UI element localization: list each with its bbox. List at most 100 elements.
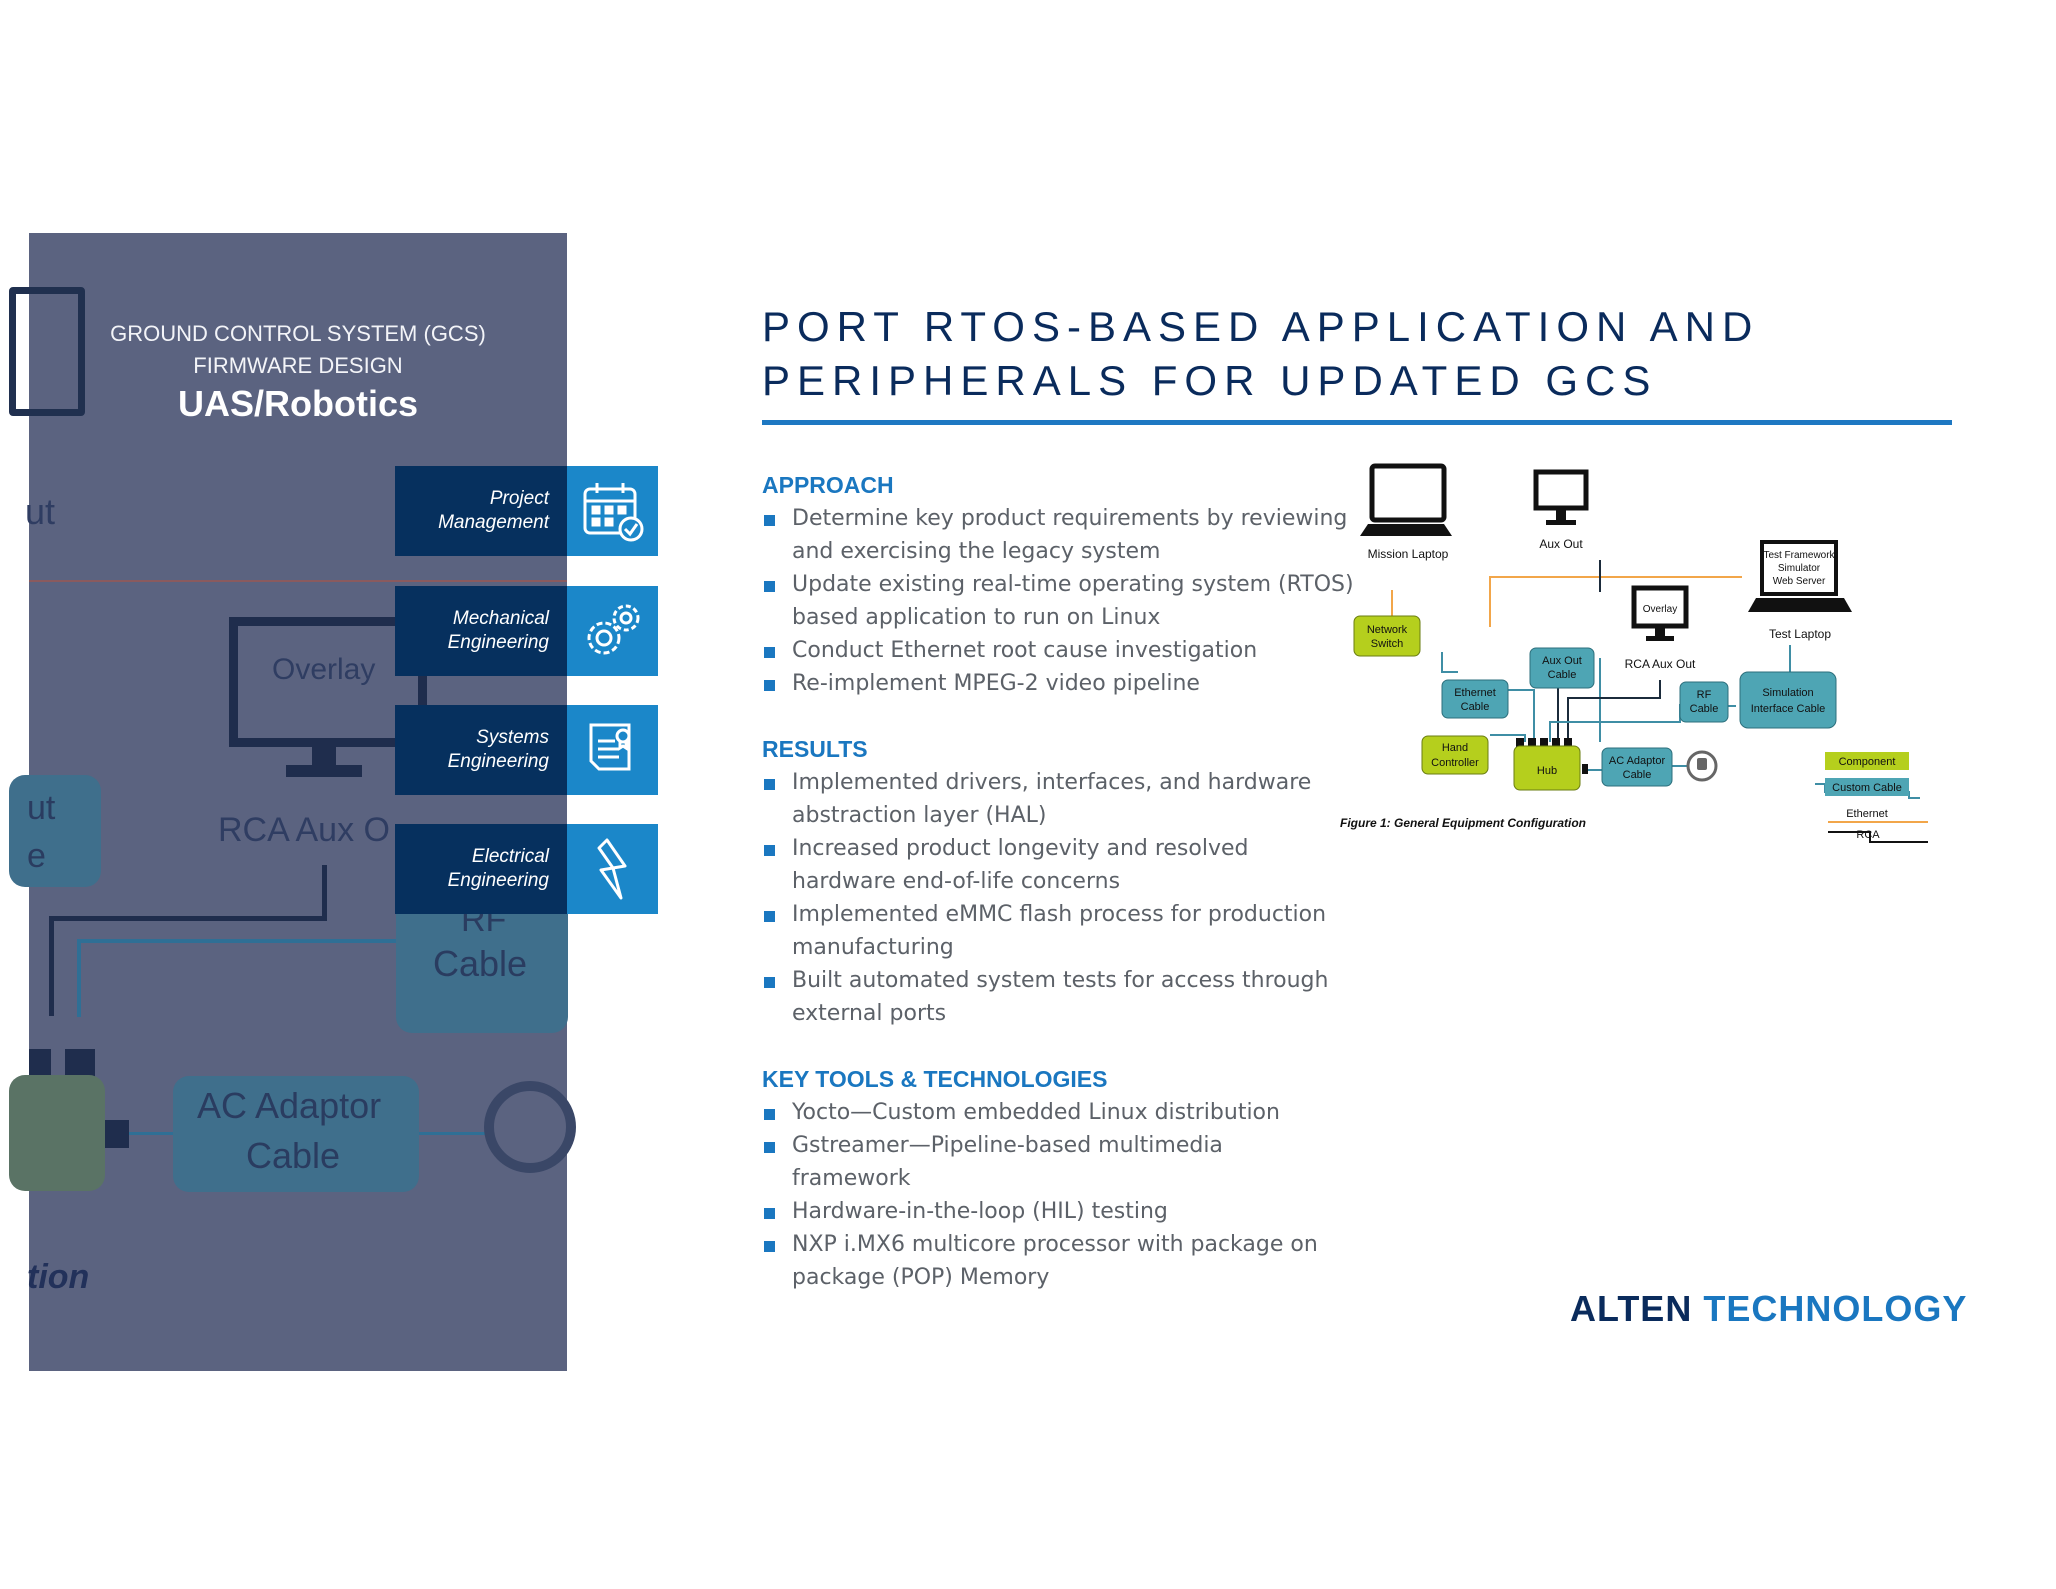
bg-frame bbox=[9, 287, 85, 416]
legend-ethernet: Ethernet bbox=[1846, 808, 1888, 820]
page-title-line1: PORT RTOS-BASED APPLICATION AND bbox=[762, 303, 1760, 350]
legend-swatch-custom bbox=[1825, 778, 1909, 796]
legend-swatch-component bbox=[1825, 752, 1909, 770]
alten-technology-logo: ALTEN TECHNOLOGY bbox=[1570, 1288, 1967, 1330]
list-item: Implemented drivers, interfaces, and har… bbox=[762, 766, 1362, 832]
bg-text-overlay: Overlay bbox=[272, 653, 376, 686]
results-heading: RESULTS bbox=[762, 736, 868, 762]
list-item: Determine key product requirements by re… bbox=[762, 502, 1362, 568]
service-label-line2: Engineering bbox=[447, 632, 549, 653]
diagram-network-2: Switch bbox=[1371, 638, 1403, 650]
diagram-box-simulation bbox=[1739, 671, 1837, 729]
bg-wire-rca bbox=[322, 865, 327, 920]
approach-heading: APPROACH bbox=[762, 472, 894, 498]
diagram-aux-cable-2: Cable bbox=[1548, 669, 1577, 681]
list-item: Re-implement MPEG-2 video pipeline bbox=[762, 667, 1362, 700]
list-item: Increased product longevity and resolved… bbox=[762, 832, 1362, 898]
bg-monitor-stand bbox=[312, 745, 336, 767]
hub-ports bbox=[1516, 738, 1588, 774]
bg-wire-rca-h bbox=[49, 916, 327, 921]
bg-monitor-base bbox=[286, 765, 362, 777]
service-label-line1: Electrical bbox=[471, 846, 549, 867]
certificate-document-icon bbox=[567, 705, 658, 795]
list-item: NXP i.MX6 multicore processor with packa… bbox=[762, 1228, 1362, 1294]
gcs-subtitle-line1: GROUND CONTROL SYSTEM (GCS) bbox=[110, 321, 486, 346]
bg-monitor bbox=[229, 617, 427, 747]
diagram-rf-1: RF bbox=[1697, 689, 1712, 701]
left-panel: ut Overlay ut e RCA Aux O RF Cable AC Ad… bbox=[9, 233, 576, 1371]
aux-out-monitor-icon bbox=[1533, 469, 1589, 525]
lightning-bolt-icon bbox=[567, 824, 658, 914]
test-laptop-icon bbox=[1748, 540, 1852, 612]
diagram-rf-2: Cable bbox=[1690, 703, 1719, 715]
diagram-box-hub bbox=[1513, 745, 1581, 791]
diagram-box-ethernet bbox=[1441, 679, 1509, 719]
gcs-subtitle-line2: FIRMWARE DESIGN bbox=[193, 353, 403, 378]
bg-wire-v1 bbox=[49, 916, 54, 1016]
diagram-ethernet-1: Ethernet bbox=[1454, 687, 1496, 699]
tools-heading: KEY TOOLS & TECHNOLOGIES bbox=[762, 1066, 1108, 1092]
gcs-title: UAS/Robotics bbox=[177, 383, 418, 424]
list-item: Update existing real-time operating syst… bbox=[762, 568, 1362, 634]
bg-plug-icon bbox=[484, 1081, 576, 1173]
diagram-mission-laptop: Mission Laptop bbox=[1368, 547, 1449, 561]
page-title-line2: PERIPHERALS FOR UPDATED GCS bbox=[762, 357, 1658, 404]
diagram-test-laptop: Test Laptop bbox=[1769, 627, 1831, 641]
legend-rca: RCA bbox=[1856, 829, 1880, 841]
diagram-ac-1: AC Adaptor bbox=[1609, 755, 1666, 767]
diagram-box-aux-cable bbox=[1529, 647, 1595, 689]
diagram-aux-cable-1: Aux Out bbox=[1542, 655, 1582, 667]
power-plug-icon bbox=[1686, 750, 1718, 782]
equipment-diagram: Mission Laptop Aux Out Test Framework Si… bbox=[1340, 463, 1928, 843]
diagram-box-hand bbox=[1421, 735, 1489, 775]
logo-part1: ALTEN bbox=[1570, 1288, 1693, 1329]
bg-text-rca: RCA Aux O bbox=[218, 811, 390, 849]
bg-text-ut2: ut bbox=[27, 789, 56, 827]
overlay-monitor-icon bbox=[1631, 585, 1689, 641]
approach-list: Determine key product requirements by re… bbox=[762, 502, 1362, 700]
bg-text-ac1: AC Adaptor bbox=[197, 1085, 382, 1126]
diagram-box-ac bbox=[1601, 747, 1673, 787]
calendar-check-icon bbox=[567, 466, 658, 556]
list-item: Conduct Ethernet root cause investigatio… bbox=[762, 634, 1362, 667]
bg-text-tion: tion bbox=[27, 1258, 90, 1296]
service-label-line1: Project bbox=[489, 488, 549, 509]
bg-box-rf bbox=[396, 893, 568, 1033]
service-label-line2: Engineering bbox=[447, 751, 549, 772]
service-label-line2: Engineering bbox=[447, 870, 549, 891]
bg-wire-v2 bbox=[77, 939, 81, 1017]
page-title: PORT RTOS-BASED APPLICATION AND PERIPHER… bbox=[762, 300, 1962, 408]
bg-text-ac2: Cable bbox=[246, 1135, 341, 1176]
bg-text-cable: Cable bbox=[433, 943, 528, 984]
diagram-ac-2: Cable bbox=[1623, 769, 1652, 781]
service-label-line1: Mechanical bbox=[452, 608, 549, 629]
list-item: Yocto—Custom embedded Linux distribution bbox=[762, 1096, 1362, 1129]
diagram-test-framework-1: Test Framework bbox=[1763, 550, 1835, 561]
tools-list: Yocto—Custom embedded Linux distribution… bbox=[762, 1096, 1362, 1294]
diagram-ethernet-2: Cable bbox=[1461, 701, 1490, 713]
bg-text-e: e bbox=[27, 837, 46, 875]
mission-laptop-icon bbox=[1360, 463, 1452, 536]
diagram-caption: Figure 1: General Equipment Configuratio… bbox=[1340, 816, 1586, 830]
service-label-line1: Systems bbox=[476, 727, 549, 748]
bg-box-ac bbox=[173, 1076, 419, 1192]
diagram-sim-1: Simulation bbox=[1762, 687, 1813, 699]
list-item: Built automated system tests for access … bbox=[762, 964, 1362, 1030]
diagram-aux-out: Aux Out bbox=[1539, 537, 1583, 551]
diagram-test-framework-3: Web Server bbox=[1773, 576, 1826, 587]
gears-icon bbox=[567, 586, 658, 676]
diagram-box-network bbox=[1353, 615, 1421, 657]
list-item: Implemented eMMC flash process for produ… bbox=[762, 898, 1362, 964]
diagram-box-rf bbox=[1679, 681, 1729, 723]
list-item: Hardware-in-the-loop (HIL) testing bbox=[762, 1195, 1362, 1228]
title-divider bbox=[762, 420, 1952, 425]
